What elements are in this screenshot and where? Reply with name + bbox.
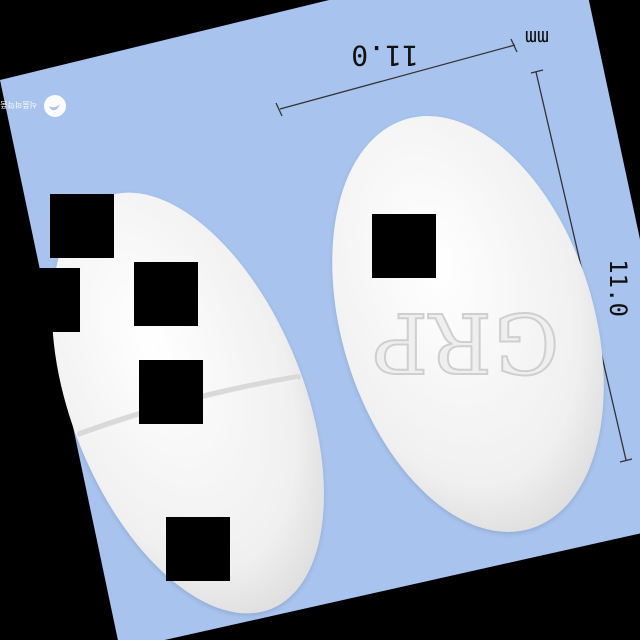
height-dimension-tick-bottom <box>619 458 633 463</box>
height-dimension-tick-top <box>530 69 544 74</box>
watermark-circle <box>44 95 66 117</box>
width-dimension-line <box>279 44 516 110</box>
unit-label: mm <box>525 26 549 50</box>
watermark-logo: 식품의약품안전처 Ministry of Food and Drug Safet… <box>0 95 66 117</box>
watermark-mark <box>49 104 60 111</box>
width-label: 11.0 <box>351 39 418 72</box>
watermark-text: 식품의약품안전처 Ministry of Food and Drug Safet… <box>0 100 37 110</box>
width-dimension-tick-right <box>510 38 518 53</box>
height-label: 11.0 <box>604 259 632 317</box>
width-dimension-tick-left <box>275 102 283 117</box>
right-pill-imprint: GRP <box>371 294 559 389</box>
